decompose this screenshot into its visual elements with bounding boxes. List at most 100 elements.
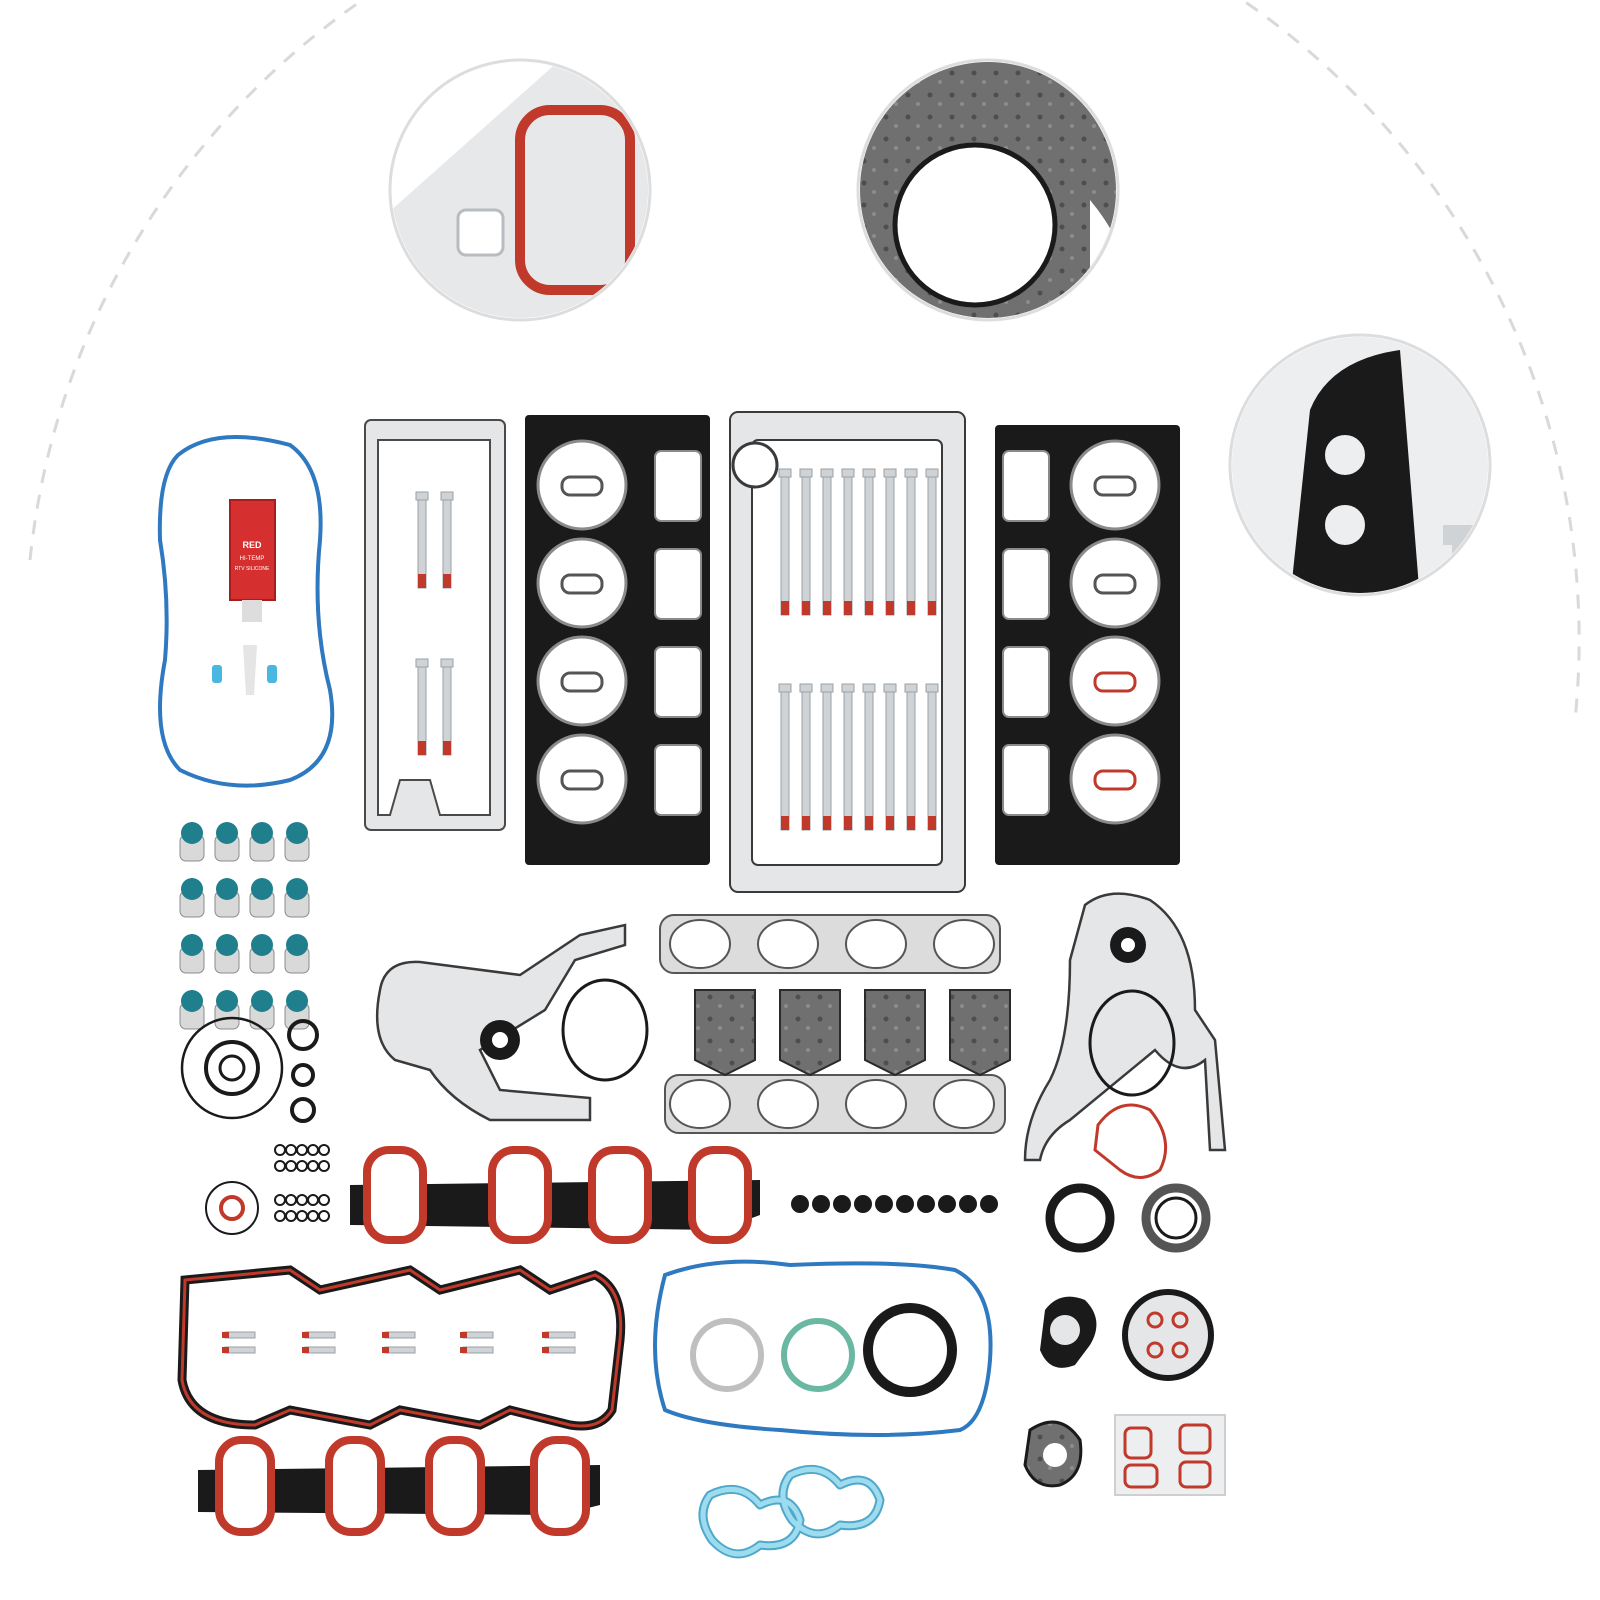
bolt (822, 689, 832, 831)
intake-port (215, 1436, 275, 1536)
valve-cover-bolt-tip (542, 1347, 549, 1353)
cylinder-bore (536, 733, 628, 825)
bolt-head (820, 683, 834, 693)
egr-gasket-pair (1114, 1414, 1226, 1496)
rubber-seal (791, 1195, 809, 1213)
bolt-head (799, 468, 813, 478)
coolant-passage (1002, 450, 1050, 522)
valve-seal-cap (181, 990, 203, 1012)
valve-cover-bolt-tip (460, 1332, 467, 1338)
cylinder-bore (1069, 439, 1161, 531)
exhaust-plate (949, 989, 1011, 1077)
seal-ring-red (205, 1181, 259, 1235)
valve-cover-bolt-tip (382, 1332, 389, 1338)
port-ring (560, 671, 604, 693)
port-ring (560, 475, 604, 497)
crankshaft-seals (1045, 1183, 1211, 1253)
valve-stem-seals (179, 822, 310, 1030)
bolt-head (799, 683, 813, 693)
cylinder-bore (536, 635, 628, 727)
valve-seal-cap (181, 822, 203, 844)
small-o-ring (285, 1210, 297, 1222)
valve-cover-bolt (384, 1346, 416, 1354)
valve-cover-bolts (222, 1331, 576, 1354)
bolt (843, 474, 853, 616)
small-o-ring (296, 1144, 308, 1156)
rubber-seal (875, 1195, 893, 1213)
port-ring (1093, 475, 1137, 497)
bolt-head (841, 683, 855, 693)
bolt-tip (781, 601, 789, 615)
small-o-ring (274, 1144, 286, 1156)
bolt-tip (907, 816, 915, 830)
valve-seal-cap (181, 934, 203, 956)
small-o-ring (285, 1194, 297, 1206)
valve-seal-cap (251, 990, 273, 1012)
bolt-tip (802, 816, 810, 830)
valve-cover-bolt-tip (382, 1347, 389, 1353)
small-o-ring (318, 1210, 330, 1222)
small-o-rings (274, 1144, 330, 1222)
cylinder-bore (536, 537, 628, 629)
bolt-head (415, 658, 429, 668)
sealant-tube: RED HI-TEMP RTV SILICONE (212, 499, 277, 695)
dashed-arc (28, 0, 1581, 721)
valve-cover-bolt-tip (222, 1332, 229, 1338)
coolant-passage (654, 450, 702, 522)
head-gasket-left (525, 415, 710, 865)
bolt (906, 474, 916, 616)
bolt-head (925, 468, 939, 478)
bolt-tip (823, 601, 831, 615)
exhaust-port (757, 919, 819, 969)
bolt-head (925, 683, 939, 693)
bolt-head (883, 468, 897, 478)
bolt-tip (928, 816, 936, 830)
bolt (885, 689, 895, 831)
valve-seal-cap (216, 990, 238, 1012)
intake-port (588, 1146, 652, 1244)
intake-manifold-gasket-lower (198, 1436, 600, 1536)
bolt (801, 474, 811, 616)
bolt (864, 474, 874, 616)
water-pump-gasket (1040, 1296, 1097, 1368)
small-o-ring (318, 1194, 330, 1206)
valve-cover-bolt (384, 1331, 416, 1339)
bolt-head (778, 683, 792, 693)
bolt-tip (443, 741, 451, 755)
valve-seal-cap (251, 878, 273, 900)
coolant-passage (654, 744, 702, 816)
valve-seal-cap (216, 822, 238, 844)
valve-seal-cap (251, 822, 273, 844)
bolt-head (862, 683, 876, 693)
valve-seal-cap (286, 934, 308, 956)
rubber-seal (854, 1195, 872, 1213)
exhaust-port (669, 1079, 731, 1129)
bolt (927, 689, 937, 831)
exhaust-manifold-gasket-top (659, 914, 1001, 974)
exhaust-plate (694, 989, 756, 1077)
valve-cover-bolt-tip (302, 1347, 309, 1353)
exhaust-plate (864, 989, 926, 1077)
rubber-seal (938, 1195, 956, 1213)
exhaust-manifold-gasket-bottom (664, 1074, 1006, 1134)
bolt-tip (781, 816, 789, 830)
exhaust-port (669, 919, 731, 969)
bolt-head (904, 468, 918, 478)
port-ring (1093, 671, 1137, 693)
bolt-tip (865, 816, 873, 830)
coolant-passage (1002, 548, 1050, 620)
small-o-ring (274, 1210, 286, 1222)
valve-cover-bolt (224, 1346, 256, 1354)
valley-cover-gasket (364, 419, 506, 831)
valve-seal-cap (216, 878, 238, 900)
valve-cover-bolt-tip (460, 1347, 467, 1353)
bolt-tip (865, 601, 873, 615)
intake-port (530, 1436, 590, 1536)
zoom-circle-head-gasket (1228, 333, 1492, 597)
bolt-head (862, 468, 876, 478)
bolt-tip (418, 741, 426, 755)
bolt (801, 689, 811, 831)
bolt-tip (886, 816, 894, 830)
sealant-tube-label: RED (242, 540, 262, 550)
valve-cover-bolt (544, 1346, 576, 1354)
